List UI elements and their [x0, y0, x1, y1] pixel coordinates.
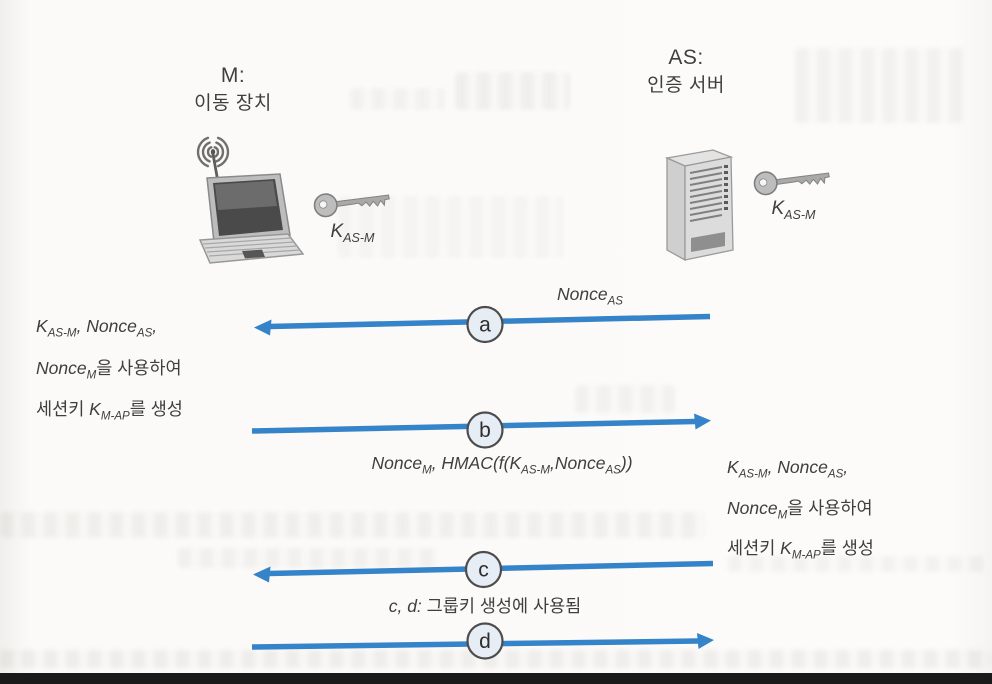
message-badge-b-letter: b: [479, 419, 491, 442]
bleed-through-smudge: [728, 556, 983, 572]
mobile-note-line: 세션키 KM-AP를 생성: [36, 399, 183, 423]
message-b-label: NonceM, HMAC(f(KAS-M,NonceAS)): [371, 453, 633, 477]
key-icon-server: [753, 171, 830, 196]
page-edge-bar: [0, 673, 992, 684]
bleed-through-smudge: [795, 48, 965, 123]
message-badge-a-letter: a: [479, 314, 491, 337]
mobile-note-line: KAS-M, NonceAS,: [36, 316, 158, 340]
server-note-line: 세션키 KM-AP를 생성: [727, 538, 874, 562]
server-note-line: KAS-M, NonceAS,: [727, 457, 849, 481]
laptop-wifi-icon: [196, 136, 305, 264]
message-badge-d: d: [466, 622, 504, 660]
bleed-through-smudge: [575, 385, 675, 413]
bleed-through-smudge: [178, 548, 438, 568]
server-side-note: KAS-M, NonceAS, NonceM을 사용하여 세션키 KM-AP를 …: [727, 451, 874, 573]
server-entity-role: 인증 서버: [647, 75, 725, 96]
server-note-line: NonceM을 사용하여: [727, 497, 873, 522]
group-key-note: c, d: 그룹키 생성에 사용됨: [388, 596, 582, 616]
server-key-label: KAS-M: [771, 198, 816, 222]
message-badge-b: b: [466, 411, 504, 449]
mobile-entity-name: M:: [220, 64, 246, 87]
mobile-entity-header: M: 이동 장치: [158, 62, 308, 118]
message-badge-d-letter: d: [479, 630, 491, 653]
mobile-note-line: NonceM을 사용하여: [36, 357, 182, 382]
server-entity-name: AS:: [668, 46, 704, 69]
bleed-through-smudge: [455, 72, 570, 110]
message-a-label: NonceAS: [557, 284, 623, 308]
message-badge-c-letter: c: [478, 559, 489, 582]
server-icon: [664, 149, 734, 262]
key-icon-mobile: [313, 193, 390, 218]
message-badge-a: a: [466, 305, 504, 344]
bleed-through-smudge: [0, 650, 992, 668]
bleed-through-smudge: [338, 196, 563, 258]
mobile-key-label: KAS-M: [330, 221, 375, 245]
bleed-through-smudge: [350, 88, 445, 110]
mobile-side-note: KAS-M, NonceAS, NonceM을 사용하여 세션키 KM-AP를 …: [36, 309, 183, 434]
mobile-entity-role: 이동 장치: [194, 93, 272, 114]
server-entity-header: AS: 인증 서버: [611, 44, 761, 100]
bleed-through-smudge: [0, 512, 705, 538]
message-badge-c: c: [464, 550, 503, 589]
